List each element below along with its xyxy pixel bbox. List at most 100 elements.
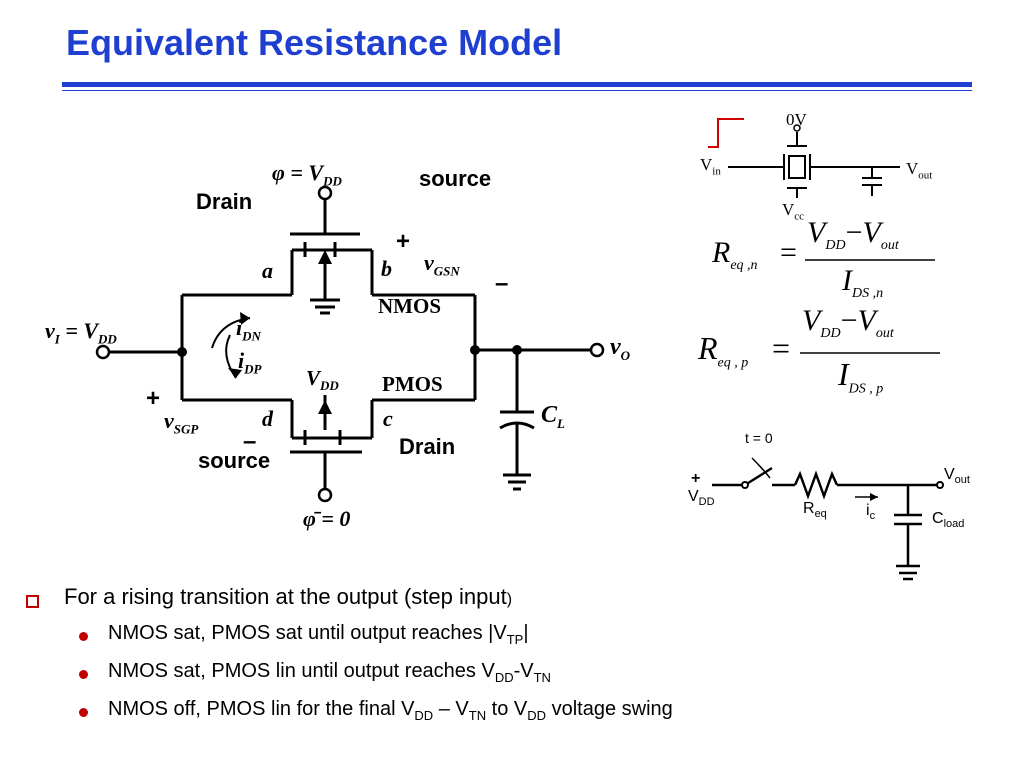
vgsn-label: vGSN	[424, 250, 460, 279]
vcc-v: V	[782, 200, 795, 219]
node-d-label: d	[262, 406, 273, 431]
req-p-lhs: Req , p	[698, 330, 748, 371]
cl-c: C	[541, 402, 558, 428]
phi-top-text: φ = V	[272, 160, 324, 185]
rc-equivalent-circuit	[712, 457, 940, 581]
drain-label-top: Drain	[196, 189, 253, 214]
vgsn-minus: –	[495, 270, 509, 297]
den-p-sub: DS , p	[848, 381, 884, 397]
rc-vdd-sub: DD	[698, 496, 715, 509]
vdd-mid-label: VDD	[306, 366, 339, 394]
cload-label: Cload	[932, 510, 964, 530]
req-n-sub: eq ,n	[730, 258, 758, 273]
req-n-equals: =	[780, 236, 797, 269]
input-label: vI = VDD	[45, 318, 117, 347]
vdd-mid-v: V	[306, 366, 321, 390]
bullet-main-body: For a rising transition at the output (s…	[64, 584, 507, 609]
bullet-item-text: NMOS sat, PMOS sat until output reaches …	[108, 622, 529, 647]
t0-label: t = 0	[745, 430, 773, 446]
node-c-label: c	[383, 406, 393, 431]
phi-top-sub: DD	[323, 173, 342, 189]
num-p-v1: V	[802, 304, 821, 337]
vout-small-sub: out	[918, 169, 933, 182]
idp-sub: DP	[244, 361, 262, 377]
num-n-v2: V	[862, 216, 881, 249]
node-a-label: a	[262, 258, 273, 283]
den-p-i: I	[838, 356, 849, 392]
title-underline-thin	[62, 90, 972, 91]
rc-vout-v: V	[944, 466, 955, 483]
req-n-numerator: VDD−Vout	[807, 216, 899, 254]
bullet-item-text: NMOS off, PMOS lin for the final VDD – V…	[108, 698, 673, 723]
vsgp-v: v	[164, 408, 174, 433]
cl-sub: L	[557, 415, 565, 431]
b3-s1: DD	[414, 708, 434, 723]
num-n-minus: −	[845, 216, 863, 249]
num-n-v1: V	[807, 216, 826, 249]
idn-i: i	[236, 315, 243, 340]
req-p-numerator: VDD−Vout	[802, 304, 894, 342]
source-label-top: source	[419, 166, 492, 191]
rc-vdd-v: V	[688, 488, 699, 505]
page-title: Equivalent Resistance Model	[66, 22, 563, 63]
small-transmission-gate	[708, 118, 900, 198]
req-n-denominator: IDS ,n	[842, 264, 883, 302]
vsgp-sub: SGP	[173, 421, 199, 437]
den-n-i: I	[842, 264, 852, 297]
bullet-main: For a rising transition at the output (s…	[22, 584, 1012, 622]
vout-small-v: V	[906, 159, 919, 178]
req-p-equals: =	[772, 330, 791, 366]
bullet-list: For a rising transition at the output (s…	[22, 584, 1012, 736]
zero-v-label: 0V	[786, 110, 807, 129]
input-sub: I	[54, 331, 60, 347]
req-r: R	[803, 500, 815, 517]
b3-p3: to V	[486, 698, 528, 720]
ic-i: i	[866, 502, 870, 519]
vin-label: Vin	[700, 155, 721, 177]
b2-s1: DD	[494, 670, 514, 685]
b2-p1: NMOS sat, PMOS lin until output reaches …	[108, 660, 495, 682]
num-p-out: out	[875, 326, 894, 341]
round-bullet-icon	[79, 632, 88, 641]
node-b-label: b	[381, 256, 392, 281]
b1-s1: TP	[506, 632, 524, 647]
round-bullet-icon	[79, 670, 88, 679]
title-underline	[62, 82, 972, 87]
req-p-denominator: IDS , p	[838, 356, 883, 397]
req-n-equation: Req ,n = VDD−Vout IDS ,n	[712, 216, 952, 310]
bullet-item: NMOS off, PMOS lin for the final VDD – V…	[22, 698, 1012, 736]
num-n-dd: DD	[825, 238, 846, 253]
bullet-main-text: For a rising transition at the output (s…	[64, 584, 512, 610]
cl-label: CL	[541, 402, 565, 432]
ic-label: ic	[866, 502, 875, 522]
rc-vout-label: Vout	[944, 466, 970, 486]
num-p-v2: V	[857, 304, 876, 337]
ic-sub: c	[869, 510, 876, 523]
phi-bottom-label: φ̄ = 0	[303, 506, 351, 531]
vin-v: V	[700, 155, 713, 174]
b3-p4: voltage swing	[546, 698, 673, 720]
b3-s3: DD	[527, 708, 547, 723]
vout-small-label: Vout	[906, 159, 932, 181]
input-value: = V	[59, 318, 99, 343]
b2-s2: TN	[533, 670, 551, 685]
bullet-item: NMOS sat, PMOS sat until output reaches …	[22, 622, 1012, 660]
vsgp-plus: +	[146, 385, 161, 412]
b1-p1: NMOS sat, PMOS sat until output reaches …	[108, 622, 507, 644]
vcc-label: Vcc	[782, 200, 804, 222]
req-n-r: R	[712, 236, 731, 269]
output-sub: O	[620, 347, 631, 363]
output-label: vO	[610, 334, 630, 364]
output-v: v	[610, 334, 621, 360]
cload-sub: load	[943, 518, 965, 531]
b3-s2: TN	[468, 708, 487, 723]
num-n-out: out	[880, 238, 899, 253]
vin-sub: in	[712, 165, 721, 178]
square-bullet-icon	[26, 595, 39, 608]
vsgp-label: vSGP	[164, 408, 198, 437]
b3-p1: NMOS off, PMOS lin for the final V	[108, 698, 415, 720]
req-n-lhs: Req ,n	[712, 236, 758, 274]
input-v: v	[45, 318, 55, 343]
num-p-dd: DD	[820, 326, 841, 341]
